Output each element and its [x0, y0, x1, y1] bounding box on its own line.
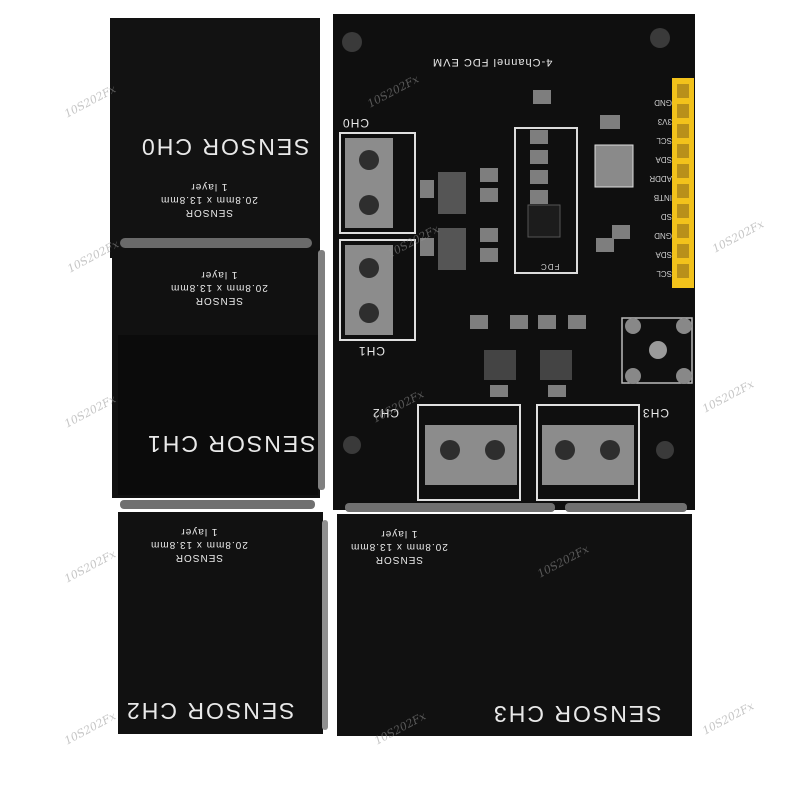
pin-label: SD [660, 212, 672, 221]
pin-label: 3V3 [657, 117, 672, 126]
terminal-block-ch0 [339, 132, 416, 234]
pin-label: GND [654, 231, 672, 240]
pin-label: GND [654, 98, 672, 107]
pin-label: ADDR [649, 174, 672, 183]
terminal-block-ch1 [339, 239, 416, 341]
connector-label-ch0: CH0 [342, 116, 370, 130]
sensor-panel-right-lower [337, 514, 692, 736]
sensor-title-ch0: SENSOR CH0 [140, 134, 310, 160]
pin-label: SCL [656, 269, 672, 278]
pin-label: SCL [656, 136, 672, 145]
pin-label: INTB [653, 193, 672, 202]
pin-label: SDA [655, 155, 672, 164]
pin-label: SDA [655, 250, 672, 259]
chip-label: FDC [540, 262, 560, 271]
push-button [621, 317, 693, 384]
terminal-block-ch3 [536, 404, 640, 501]
connector-label-ch3: CH3 [642, 406, 670, 420]
sensor-title-ch1: SENSOR CH1 [146, 431, 316, 457]
sensor-title-ch3: SENSOR CH3 [492, 701, 662, 727]
sensor-panel-left-upper [110, 18, 320, 258]
terminal-block-ch2 [417, 404, 521, 501]
connector-label-ch1: CH1 [358, 344, 386, 358]
sensor-title-ch2: SENSOR CH2 [125, 698, 295, 724]
board-title: 4-Channel FDC EVM [432, 56, 553, 68]
fdc-chip-outline [514, 127, 578, 274]
pin-labels: GND 3V3 SCL SDA ADDR INTB SD GND SDA SCL [644, 88, 672, 278]
sensor-panel-left-lower [118, 512, 323, 734]
